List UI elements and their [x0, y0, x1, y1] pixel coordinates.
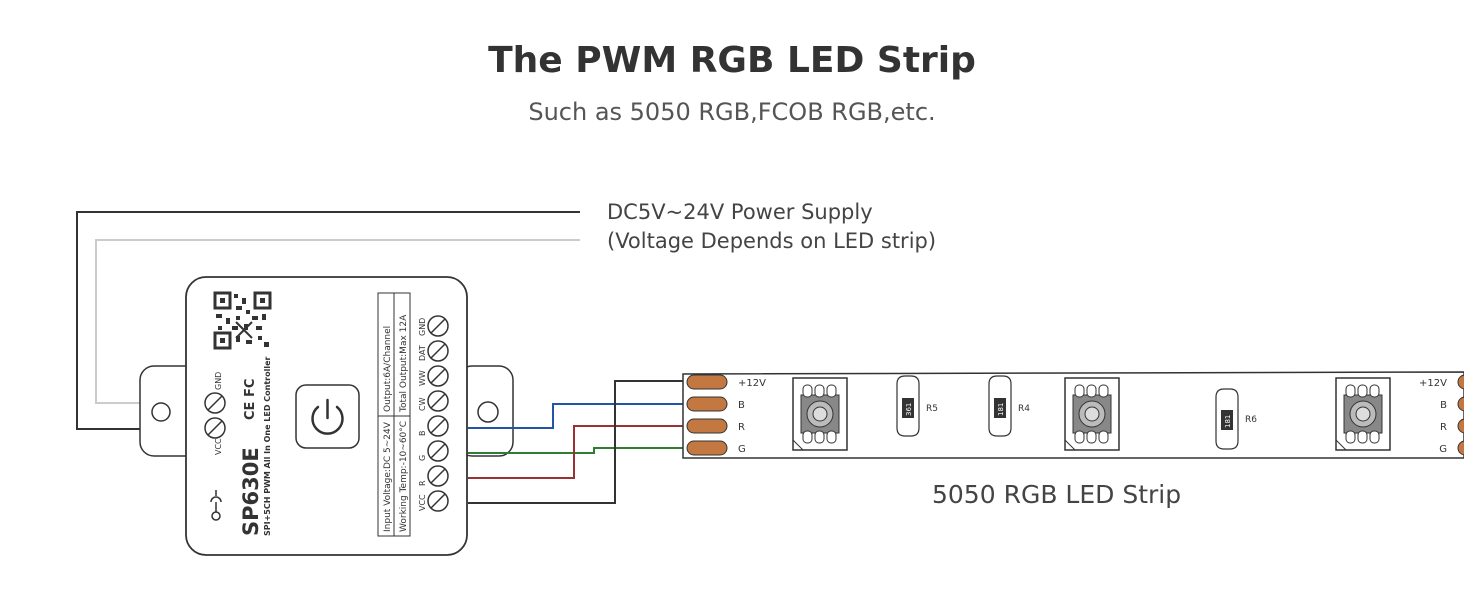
- strip-pads-right: [1457, 374, 1464, 456]
- power-wire-black: [76, 211, 580, 430]
- strip-pads-left: [686, 374, 728, 456]
- right-terminal-label-r: R: [418, 480, 427, 486]
- controller-description: SPI+5CH PWM All In One LED Controller: [263, 356, 272, 536]
- right-terminal-screw-gnd: [427, 315, 449, 337]
- resistor-r5-code: 361: [905, 403, 913, 416]
- resistor-r4: 181 R4: [988, 375, 1030, 437]
- controller-model: SP630E: [239, 447, 263, 536]
- pad-label-left-12v: +12V: [738, 378, 766, 389]
- spec-total-output: Total Output:Max 12A: [399, 314, 409, 413]
- pad-right-g: [1457, 440, 1464, 456]
- power-supply-line2: (Voltage Depends on LED strip): [607, 229, 937, 253]
- diagram-subtitle: Such as 5050 RGB,FCOB RGB,etc.: [528, 98, 936, 126]
- pad-right-12v: [1457, 374, 1464, 390]
- right-terminal-screw-b: [427, 415, 449, 437]
- right-terminal-screw-dat: [427, 340, 449, 362]
- power-button[interactable]: [295, 384, 360, 449]
- led-chip-2: [1064, 377, 1120, 451]
- output-wire-blue: [468, 403, 690, 429]
- resistor-r5: 361 R5: [896, 375, 938, 437]
- resistor-r6: 181 R6: [1215, 388, 1257, 450]
- dc-input-symbol: [210, 490, 222, 521]
- resistor-r6-code: 181: [1224, 415, 1232, 428]
- pad-left-r: [686, 418, 728, 434]
- pad-right-r: [1457, 418, 1464, 434]
- right-terminal-label-ww: WW: [418, 370, 427, 386]
- left-terminal-screw-gnd: [204, 392, 226, 414]
- mount-hole-left: [151, 402, 171, 422]
- qr-code: [213, 291, 272, 350]
- pad-label-left-g: G: [738, 444, 746, 455]
- spec-working-temp: Working Temp:-10~60°C: [399, 421, 409, 532]
- spec-output-channel: Output:6A/Channel: [383, 326, 393, 412]
- power-icon: [311, 405, 344, 435]
- right-terminal-screw-vcc: [427, 490, 449, 512]
- led-chip-1: [792, 377, 848, 451]
- right-terminal-label-dat: DAT: [418, 345, 427, 361]
- pad-label-right-g: G: [1439, 444, 1447, 455]
- output-wire-red: [468, 425, 690, 479]
- cert-marks: CE FC: [243, 379, 258, 420]
- strip-label: 5050 RGB LED Strip: [932, 480, 1182, 509]
- left-terminal-label-gnd: GND: [214, 372, 223, 390]
- right-terminal-label-g: G: [418, 455, 427, 461]
- resistor-r4-code: 181: [997, 403, 1005, 416]
- resistor-r6-name: R6: [1245, 415, 1257, 425]
- output-wire-black: [468, 380, 690, 504]
- led-chip-3: [1335, 377, 1391, 451]
- resistor-r5-name: R5: [926, 404, 938, 414]
- led-chips: [792, 377, 1391, 451]
- output-wire-green: [468, 447, 690, 454]
- right-terminal-screw-r: [427, 465, 449, 487]
- power-supply-label: DC5V~24V Power Supply (Voltage Depends o…: [607, 198, 936, 256]
- right-terminal-label-cw: CW: [418, 397, 427, 411]
- right-terminal-screw-g: [427, 440, 449, 462]
- right-terminal-screw-ww: [427, 365, 449, 387]
- mount-hole-right: [477, 401, 499, 423]
- pad-right-b: [1457, 396, 1464, 412]
- pad-left-g: [686, 440, 728, 456]
- pad-label-right-b: B: [1440, 400, 1447, 411]
- right-terminal-label-gnd: GND: [418, 318, 427, 336]
- right-terminal-block: GND DAT WW CW B G R VCC: [418, 315, 449, 512]
- left-terminal-label-vcc: VCC: [214, 438, 223, 455]
- diagram-title: The PWM RGB LED Strip: [488, 40, 976, 81]
- spec-box-2: [393, 292, 411, 537]
- pad-label-left-b: B: [738, 400, 745, 411]
- power-supply-line1: DC5V~24V Power Supply: [607, 200, 873, 224]
- pad-label-left-r: R: [738, 422, 745, 433]
- resistor-r4-name: R4: [1018, 404, 1030, 414]
- pad-label-right-12v: +12V: [1419, 378, 1447, 389]
- pad-left-b: [686, 396, 728, 412]
- pad-label-right-r: R: [1440, 422, 1447, 433]
- spec-input-voltage: Input Voltage:DC 5~24V: [383, 421, 393, 532]
- left-terminal-screw-vcc: [204, 417, 226, 439]
- right-terminal-label-vcc: VCC: [418, 494, 427, 511]
- right-terminal-label-b: B: [418, 431, 427, 437]
- pad-left-12v: [686, 374, 728, 390]
- right-terminal-screw-cw: [427, 390, 449, 412]
